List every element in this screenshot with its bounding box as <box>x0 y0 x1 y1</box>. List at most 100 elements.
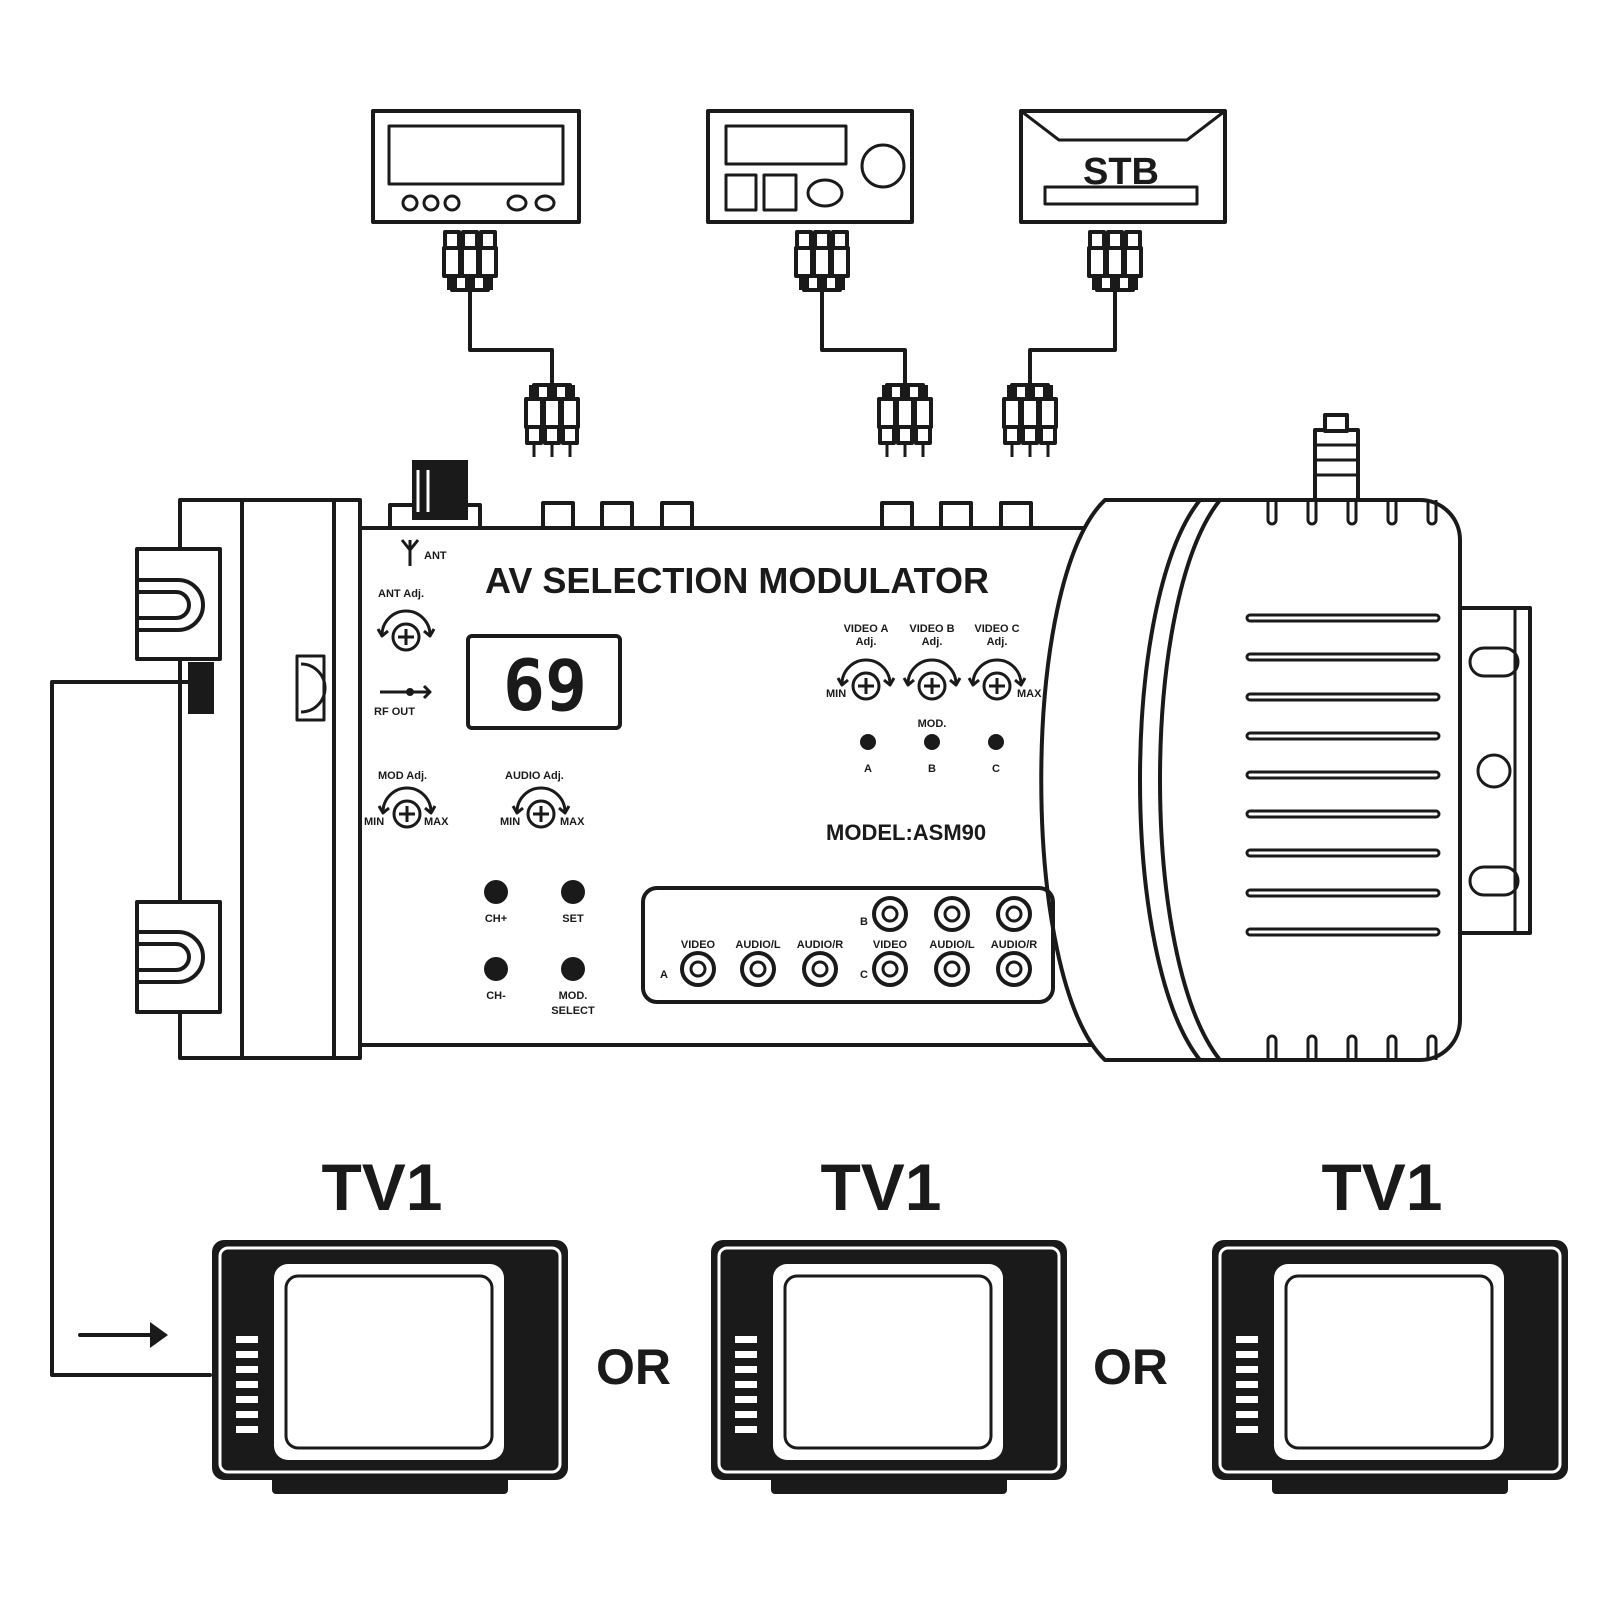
channel-number: 69 <box>503 645 587 727</box>
top-input-jack-4 <box>880 501 914 530</box>
indicator-led-c <box>988 734 1004 750</box>
panel-row-c: C <box>860 969 868 981</box>
ch-down-button[interactable]: CH- <box>484 957 508 1002</box>
video-a-adj-label: VIDEO A <box>844 623 889 635</box>
video-a-adj-suffix: Adj. <box>856 636 877 648</box>
panel-jacks <box>680 896 1032 987</box>
video-a-min: MIN <box>826 688 846 700</box>
ch-down-label: CH- <box>486 990 506 1002</box>
indicator-label-b: B <box>928 763 936 775</box>
indicator-led-a <box>860 734 876 750</box>
tv-row: TV1 TV1 TV1 <box>212 1150 1568 1494</box>
rca-plugs-receiver-source <box>442 230 498 292</box>
jack-label-c-audio-l: AUDIO/L <box>929 939 975 951</box>
audio-adj-knob[interactable] <box>511 786 571 829</box>
panel-row-a: A <box>660 969 668 981</box>
source-device-receiver <box>371 109 581 224</box>
video-c-max: MAX <box>1017 688 1042 700</box>
mod-adj-knob[interactable] <box>377 786 437 829</box>
antenna-symbol <box>400 539 420 566</box>
video-b-adj[interactable]: VIDEO B Adj. <box>902 623 962 701</box>
vent-slots <box>1245 613 1441 937</box>
or-label-2: OR <box>1093 1339 1168 1395</box>
channel-display: 69 <box>466 634 622 730</box>
modulator-title: AV SELECTION MODULATOR <box>485 560 989 601</box>
television-2 <box>711 1240 1067 1494</box>
mod-adj-max: MAX <box>424 816 449 828</box>
video-c-adj-suffix: Adj. <box>987 636 1008 648</box>
rca-plug-groups <box>442 230 1143 457</box>
top-input-jack-6 <box>999 501 1033 530</box>
cooling-section <box>1039 413 1532 1062</box>
ch-up-label: CH+ <box>485 913 507 925</box>
mod-select-label-1: MOD. <box>559 990 588 1002</box>
tv-label-3: TV1 <box>1321 1150 1442 1224</box>
indicator-led-b <box>924 734 940 750</box>
arrow-right-icon <box>150 1322 168 1348</box>
ant-adj-label: ANT Adj. <box>378 588 424 600</box>
power-plug-block <box>135 498 362 1060</box>
rf-out-symbol <box>380 684 432 700</box>
source-device-radio <box>706 109 914 224</box>
model-label: MODEL:ASM90 <box>826 820 986 845</box>
mod-select-label-2: SELECT <box>551 1005 595 1017</box>
rf-output-cable <box>50 680 212 1377</box>
heat-fins <box>1266 500 1438 1060</box>
top-jack-row <box>541 501 1033 530</box>
video-c-adj-label: VIDEO C <box>974 623 1019 635</box>
video-b-adj-suffix: Adj. <box>922 636 943 648</box>
rca-input-jack-2 <box>740 951 776 987</box>
top-input-jack-2 <box>600 501 634 530</box>
rca-plugs-stb-input <box>1002 383 1058 457</box>
modulator-unit: AV SELECTION MODULATOR MODEL:ASM90 69 AN… <box>135 413 1532 1062</box>
television-3 <box>1212 1240 1568 1494</box>
top-input-jack-3 <box>660 501 694 530</box>
jack-label-a-video: VIDEO <box>681 939 716 951</box>
audio-adj-label: AUDIO Adj. <box>505 770 564 782</box>
source-device-stb: STB <box>1019 109 1227 224</box>
mod-adj-min: MIN <box>364 816 384 828</box>
video-c-adj[interactable]: VIDEO C Adj. <box>967 623 1027 701</box>
tv-label-1: TV1 <box>321 1150 442 1224</box>
rca-input-jack-5 <box>934 896 970 932</box>
rf-out-jack <box>188 662 214 714</box>
rca-input-jack-1 <box>680 951 716 987</box>
rf-out-label: RF OUT <box>374 706 415 718</box>
mod-select-button[interactable]: MOD. SELECT <box>551 957 595 1017</box>
rca-plugs-radio-input <box>877 383 933 457</box>
jack-label-a-audio-r: AUDIO/R <box>797 939 844 951</box>
rca-input-jack-4 <box>872 896 908 932</box>
video-a-adj[interactable]: VIDEO A Adj. <box>836 623 896 701</box>
ant-adj-knob[interactable] <box>376 609 436 652</box>
television-1 <box>212 1240 568 1494</box>
rca-input-jack-7 <box>872 951 908 987</box>
mod-adj-label: MOD Adj. <box>378 770 427 782</box>
set-label: SET <box>562 913 584 925</box>
antenna-connector <box>388 460 482 530</box>
rca-plugs-radio-source <box>794 230 850 292</box>
rca-plugs-receiver-input <box>524 383 580 457</box>
rca-input-jack-9 <box>996 951 1032 987</box>
modulator-body <box>358 526 1122 1047</box>
indicator-label-a: A <box>864 763 872 775</box>
top-input-jack-1 <box>541 501 575 530</box>
mod-indicator-label: MOD. <box>918 718 947 730</box>
av-input-panel: A B C VIDEO AUDIO/L AUDIO/R VIDEO AUDIO/… <box>641 886 1055 1004</box>
top-input-jack-5 <box>939 501 973 530</box>
video-b-adj-label: VIDEO B <box>909 623 954 635</box>
tv-label-2: TV1 <box>820 1150 941 1224</box>
audio-adj-max: MAX <box>560 816 585 828</box>
rca-cable-radio <box>820 288 907 387</box>
indicator-label-c: C <box>992 763 1000 775</box>
rca-input-jack-8 <box>934 951 970 987</box>
rca-input-jack-6 <box>996 896 1032 932</box>
rca-plugs-stb-source <box>1087 230 1143 292</box>
jack-label-c-video: VIDEO <box>873 939 908 951</box>
jack-label-c-audio-r: AUDIO/R <box>991 939 1038 951</box>
ant-label: ANT <box>424 550 447 562</box>
set-button[interactable]: SET <box>561 880 585 925</box>
ch-up-button[interactable]: CH+ <box>484 880 508 925</box>
rca-input-jack-3 <box>802 951 838 987</box>
